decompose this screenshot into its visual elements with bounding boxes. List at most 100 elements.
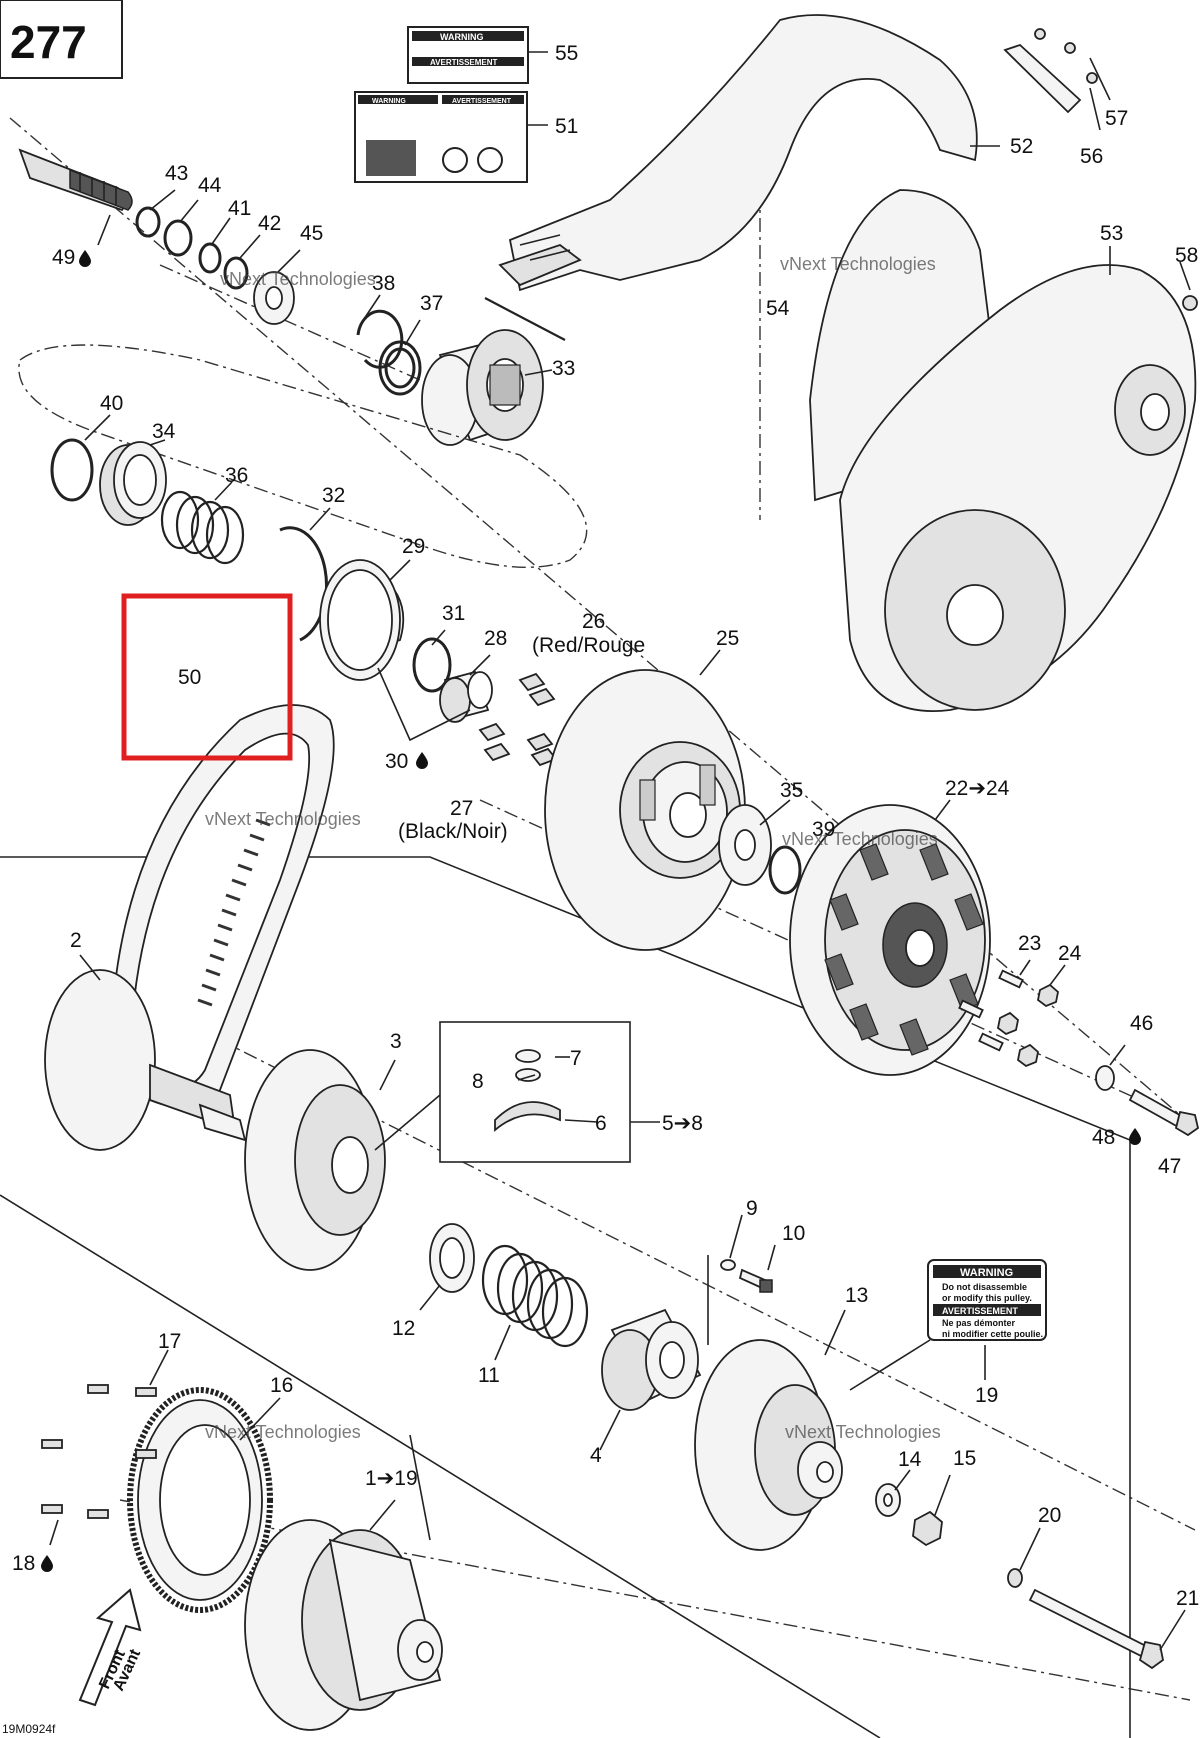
callout-21: 21 — [1176, 1587, 1199, 1610]
callout-54: 54 — [766, 297, 790, 320]
callout-35: 35 — [780, 779, 803, 802]
callout-58: 58 — [1175, 244, 1198, 267]
callout-13: 13 — [845, 1284, 868, 1307]
callout-40: 40 — [100, 392, 123, 415]
callout-34: 34 — [152, 420, 176, 443]
spring-part-36 — [160, 490, 245, 565]
spider-part-22 — [789, 804, 991, 1076]
drop-icon — [1129, 1128, 1141, 1145]
rings-37-38 — [356, 309, 422, 396]
callout-28: 28 — [484, 627, 507, 650]
drop-icon — [416, 752, 428, 769]
decal-part-51: WARNING AVERTISSEMENT — [354, 91, 528, 183]
callout-41: 41 — [228, 197, 251, 220]
callout-27-color: (Black/Noir) — [398, 820, 508, 843]
callout-47: 47 — [1158, 1155, 1181, 1178]
callout-12: 12 — [392, 1317, 415, 1340]
pulley-avert-text1: Ne pas démonter — [942, 1318, 1016, 1328]
bolts-17-18 — [41, 1384, 157, 1519]
pulley-warning-text2: or modify this pulley. — [942, 1293, 1032, 1303]
callout-4: 4 — [590, 1444, 602, 1467]
diagram-number: 277 — [10, 16, 87, 68]
callout-38: 38 — [372, 272, 395, 295]
watermark: vNext Technologies — [785, 1422, 941, 1442]
ring-gear-part-16 — [127, 1387, 273, 1613]
belt-guard-part-52 — [484, 14, 978, 341]
callout-15: 15 — [953, 1447, 976, 1470]
spring-part-11 — [481, 1244, 589, 1348]
callout-19: 19 — [975, 1384, 998, 1407]
belt-part-50 — [109, 704, 335, 1109]
callout-14: 14 — [898, 1448, 922, 1471]
watermark: vNext Technologies — [205, 1422, 361, 1442]
callout-43: 43 — [165, 162, 188, 185]
callout-57: 57 — [1105, 107, 1128, 130]
pulley-part-25 — [544, 669, 746, 951]
sliders-26-27 — [478, 672, 558, 767]
pulley-assembly-part-1 — [244, 1519, 443, 1731]
watermark: vNext Technologies — [780, 254, 936, 274]
callout-6: 6 — [595, 1112, 607, 1135]
callout-24: 24 — [1058, 942, 1082, 965]
callout-31: 31 — [442, 602, 465, 625]
watermarks: vNext Technologies vNext Technologies vN… — [205, 254, 941, 1442]
callout-20: 20 — [1038, 1504, 1061, 1527]
rings-43-45 — [135, 206, 295, 325]
watermark: vNext Technologies — [220, 269, 376, 289]
bolt-part-21 — [1007, 1568, 1164, 1670]
diagram-number-box: 277 — [0, 0, 123, 79]
shaft-part-49 — [18, 148, 133, 212]
callout-33: 33 — [552, 357, 575, 380]
callout-51: 51 — [555, 115, 578, 138]
callout-50: 50 — [178, 666, 201, 689]
callout-18: 18 — [12, 1552, 35, 1575]
watermark: vNext Technologies — [782, 829, 938, 849]
callout-3: 3 — [390, 1030, 402, 1053]
callout-27: 27 — [450, 797, 473, 820]
callout-26-color: (Red/Rouge — [532, 634, 645, 657]
bolt-part-47 — [1095, 1065, 1200, 1137]
drawing-code: 19M0924f — [2, 1722, 56, 1736]
front-arrow: Front Avant — [78, 1588, 144, 1707]
screw-parts-9-10 — [707, 1255, 773, 1345]
drop-icon — [41, 1555, 53, 1572]
pulley-part-2 — [44, 969, 247, 1151]
callout-52: 52 — [1010, 135, 1033, 158]
decal55-sub: AVERTISSEMENT — [430, 58, 498, 67]
callout-32: 32 — [322, 484, 345, 507]
parts-4-11-12 — [429, 1223, 702, 1411]
callout-25: 25 — [716, 627, 739, 650]
leader-lines — [49, 51, 1191, 1651]
pulley-warning-title: WARNING — [960, 1267, 1013, 1279]
callout-9: 9 — [746, 1197, 758, 1220]
callout-16: 16 — [270, 1374, 293, 1397]
callout-1: 1➔19 — [365, 1467, 418, 1490]
callout-36: 36 — [225, 464, 248, 487]
drop-icons — [41, 250, 1141, 1572]
callout-labels: 55 51 52 56 57 53 58 54 43 44 41 42 45 4… — [12, 42, 1199, 1610]
sheave-part-3 — [244, 1049, 386, 1271]
callout-30: 30 — [385, 750, 408, 773]
callout-39: 39 — [812, 818, 835, 841]
pulley-avert-title: AVERTISSEMENT — [942, 1306, 1018, 1316]
callout-8: 8 — [472, 1070, 484, 1093]
callout-11: 11 — [478, 1364, 500, 1387]
callout-23: 23 — [1018, 932, 1041, 955]
parts-34-36-40 — [50, 438, 245, 565]
pins-23-24 — [958, 969, 1059, 1068]
decal-part-55: WARNING AVERTISSEMENT — [407, 26, 529, 84]
parts-28-32 — [279, 526, 493, 742]
pulley-part-13 — [694, 1339, 943, 1551]
callout-2: 2 — [70, 929, 82, 952]
callout-48: 48 — [1092, 1126, 1115, 1149]
callout-22: 22➔24 — [945, 777, 1010, 800]
decal51-title1: WARNING — [372, 98, 406, 105]
watermark: vNext Technologies — [205, 809, 361, 829]
callout-37: 37 — [420, 292, 443, 315]
highlight-box — [121, 593, 293, 761]
callout-44: 44 — [198, 174, 222, 197]
kit-box-5-8 — [374, 1021, 631, 1163]
callout-7: 7 — [570, 1047, 582, 1070]
callout-45: 45 — [300, 222, 323, 245]
callout-29: 29 — [402, 535, 425, 558]
